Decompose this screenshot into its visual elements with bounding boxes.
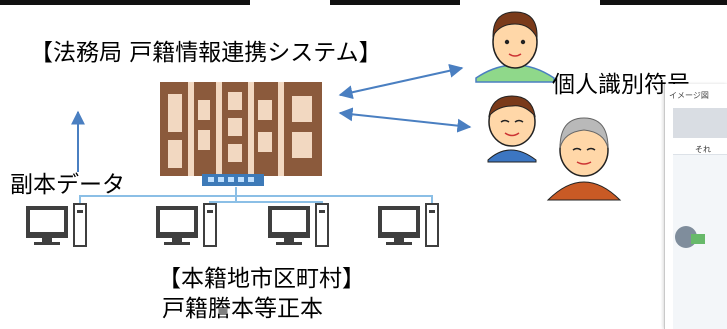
municipality-label: 【本籍地市区町村】 (158, 266, 365, 292)
computer-icon (156, 203, 217, 247)
inset-chip-icon (691, 234, 705, 244)
copy-data-label: 副本データ (10, 172, 125, 198)
inset-caption: イメージ図 (669, 91, 709, 100)
network-hub-icon (202, 174, 264, 186)
computer-icon (26, 203, 87, 247)
person-icon (475, 11, 555, 83)
originals-label: 戸籍謄本等正本 (162, 296, 323, 322)
top-cut-text (600, 0, 727, 5)
person-icon (546, 117, 622, 201)
system-label: 【法務局 戸籍情報連携システム】 (30, 40, 382, 66)
top-cut-text (0, 0, 250, 5)
computer-icon (378, 203, 439, 247)
computer-icon (268, 203, 329, 247)
inset-header (673, 108, 727, 138)
server-icon (160, 82, 322, 176)
data-flow-arrows (71, 63, 472, 172)
inset-subtext: それ (695, 145, 711, 154)
image-inset: イメージ図 それ (664, 84, 727, 329)
computer-group (26, 203, 439, 247)
top-cut-text (330, 0, 460, 5)
network-lines (79, 187, 433, 206)
person-icon (487, 95, 537, 163)
